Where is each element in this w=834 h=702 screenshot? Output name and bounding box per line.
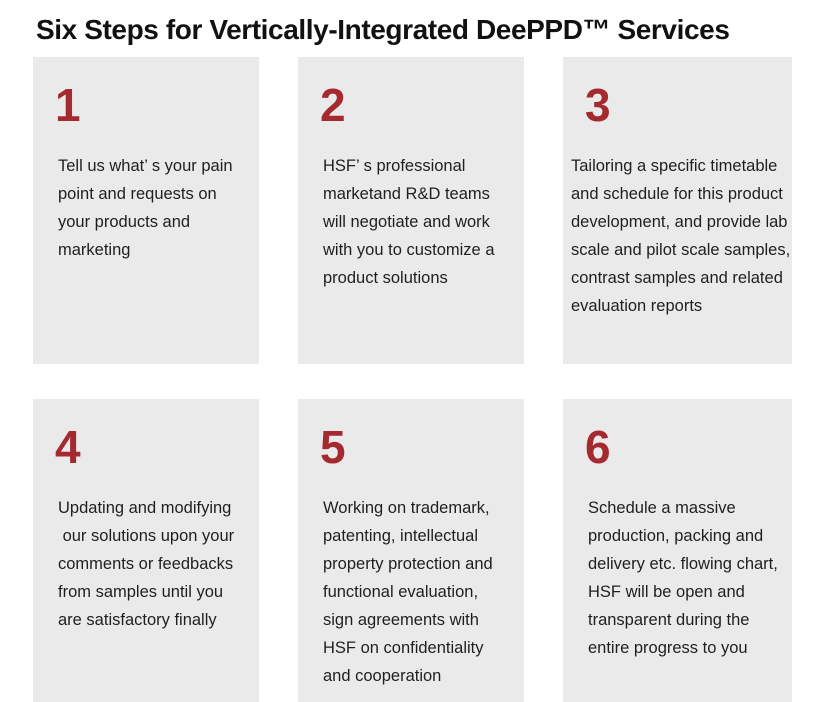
page-title: Six Steps for Vertically-Integrated DeeP… — [36, 14, 730, 45]
step-description: Tailoring a specific timetable and sched… — [571, 157, 791, 315]
step-number: 5 — [320, 421, 346, 473]
step-card-3: 3 Tailoring a specific timetable and sch… — [563, 57, 792, 364]
step-number: 6 — [585, 421, 611, 473]
step-description: Working on trademark, patenting, intelle… — [323, 499, 493, 685]
step-card-1: 1 Tell us what’ s your pain point and re… — [33, 57, 259, 364]
step-description: Updating and modifying our solutions upo… — [58, 499, 235, 629]
step-card-4: 4 Updating and modifying our solutions u… — [33, 399, 259, 702]
step-number: 3 — [585, 79, 611, 131]
step-description: Schedule a massive production, packing a… — [588, 499, 778, 657]
step-number: 2 — [320, 79, 346, 131]
step-card-2: 2 HSF’ s professional marketand R&D team… — [298, 57, 524, 364]
step-number: 1 — [55, 79, 81, 131]
step-card-5: 5 Working on trademark, patenting, intel… — [298, 399, 524, 702]
step-description: Tell us what’ s your pain point and requ… — [58, 157, 233, 259]
step-description: HSF’ s professional marketand R&D teams … — [323, 157, 495, 287]
step-number: 4 — [55, 421, 81, 473]
steps-grid: 1 Tell us what’ s your pain point and re… — [33, 57, 792, 702]
step-card-6: 6 Schedule a massive production, packing… — [563, 399, 792, 702]
